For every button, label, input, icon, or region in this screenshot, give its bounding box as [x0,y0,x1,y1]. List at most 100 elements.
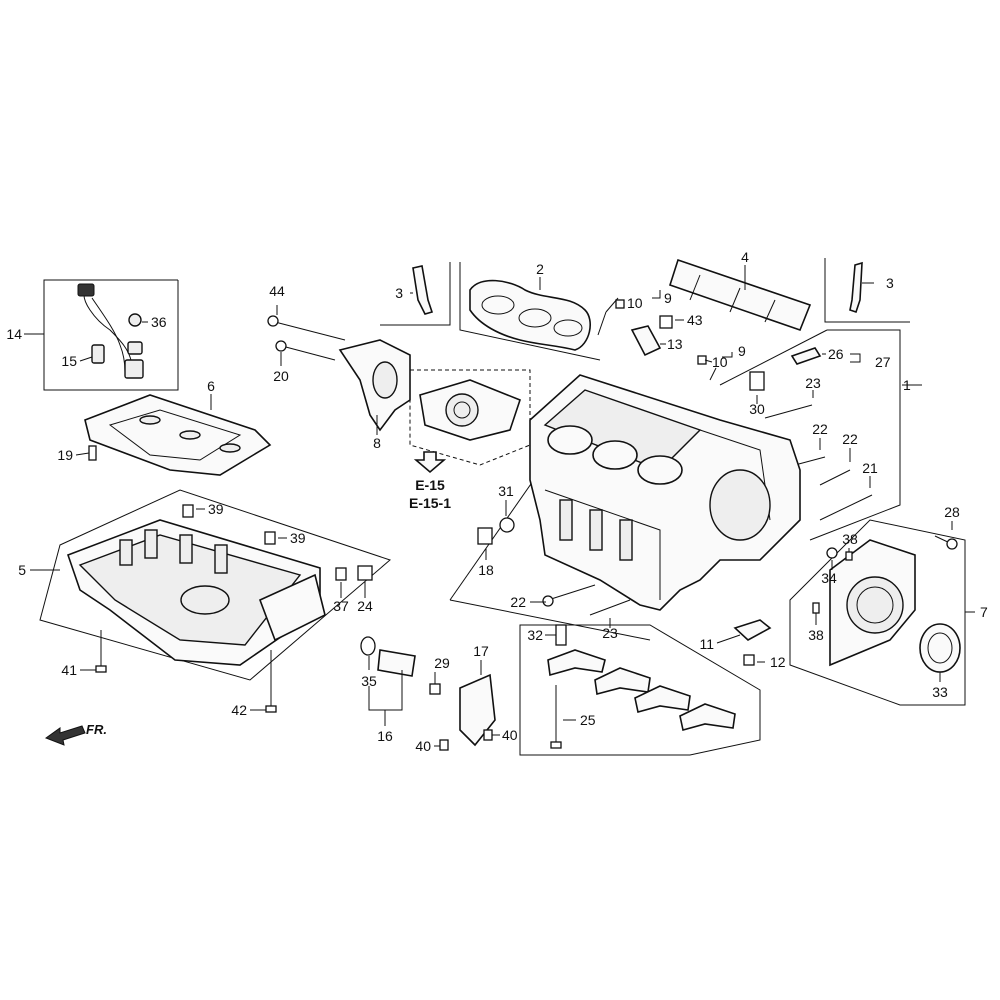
reference-e15-1: E-15-1 [409,495,451,511]
bolt-44 [267,315,346,341]
bolt-19 [88,445,97,461]
seal-33 [919,623,961,673]
sensor-13 [630,325,662,357]
plug-30 [749,371,765,391]
front-direction-marker: FR. [44,722,107,746]
bolt-42 [265,650,277,713]
bolt-29 [429,683,441,695]
bolt-23-bottom [589,599,631,616]
callout-37: 37 [333,598,349,614]
plug-10b [697,355,707,365]
oring-34 [826,547,838,559]
callout-19: 19 [57,447,73,463]
callout-23b: 23 [602,625,618,641]
callout-40b: 40 [502,727,518,743]
callout-38b: 38 [808,627,824,643]
callout-40a: 40 [415,738,431,754]
plug-39a [182,504,194,518]
group-box-bearing-caps [519,624,761,756]
callout-7: 7 [980,604,988,620]
callout-30: 30 [749,401,765,417]
plug-31 [499,517,515,533]
callout-34: 34 [821,570,837,586]
sensor-26 [790,347,822,365]
reference-arrow [413,451,447,474]
callout-26: 26 [828,346,844,362]
bolt-12 [743,654,755,666]
dowel-3a [412,265,434,315]
front-label: FR. [86,722,107,737]
group-box-top-mid [380,262,451,326]
callout-17: 17 [473,643,489,659]
dowel-32 [555,624,567,646]
callout-10a: 10 [627,295,643,311]
rail-4 [668,258,812,332]
callout-2: 2 [536,261,544,277]
callout-21: 21 [862,460,878,476]
callout-43: 43 [687,312,703,328]
callout-16: 16 [377,728,393,744]
callout-23a: 23 [805,375,821,391]
callout-5: 5 [18,562,26,578]
callout-20: 20 [273,368,289,384]
cylinder-block-1 [529,374,801,611]
dowel-38b [812,602,820,614]
callout-25: 25 [580,712,596,728]
callout-31: 31 [498,483,514,499]
group-box-top-right [824,258,910,323]
sensor-24 [357,565,373,581]
dowel-38a [845,551,853,561]
callout-12: 12 [770,654,786,670]
rear-cover-7 [829,539,916,667]
callout-4: 4 [741,249,749,265]
jet-11 [733,619,772,641]
leader-lines [24,265,975,747]
callout-18: 18 [478,562,494,578]
baffle-plate-6 [84,394,272,476]
callout-9b: 9 [738,343,746,359]
bracket-8 [338,339,411,432]
callout-3a: 3 [395,285,403,301]
callout-41: 41 [61,662,77,678]
bearing-caps [547,649,736,731]
callout-44: 44 [269,283,285,299]
callout-13: 13 [667,336,683,352]
callout-28: 28 [944,504,960,520]
gasket-2 [469,279,591,351]
bolt-21 [819,494,873,521]
callout-33: 33 [932,684,948,700]
callout-10b: 10 [712,354,728,370]
oring-35 [360,636,376,656]
callout-29: 29 [434,655,450,671]
callout-22c: 22 [510,594,526,610]
bolt-28 [934,535,958,550]
callout-36: 36 [151,314,167,330]
plug-39b [264,531,276,545]
group-box-14 [43,279,179,391]
callout-15: 15 [61,353,77,369]
callout-3b: 3 [886,275,894,291]
group-box-7 [789,519,966,706]
group-box-8-dashed [409,369,531,466]
oil-pan-5 [66,519,326,666]
callout-14: 14 [6,326,22,342]
plug-18 [477,527,493,545]
bolt-40a [439,739,449,751]
callout-39a: 39 [208,501,224,517]
bolt-22-top [794,456,826,466]
callout-38a: 38 [842,531,858,547]
callout-27: 27 [875,354,891,370]
callout-39b: 39 [290,530,306,546]
callout-22b: 22 [842,431,858,447]
bolt-43 [659,315,673,329]
callout-11: 11 [699,636,714,652]
bolt-40b [483,729,493,741]
bolt-37 [335,567,347,581]
bolt-20 [275,340,336,361]
reference-e15: E-15 [415,477,445,493]
oil-cooler-housing [419,379,521,441]
bolt-22-right [819,469,851,486]
callout-1: 1 [903,377,911,393]
callout-35: 35 [361,673,377,689]
bolt-22-bottom [542,584,596,607]
